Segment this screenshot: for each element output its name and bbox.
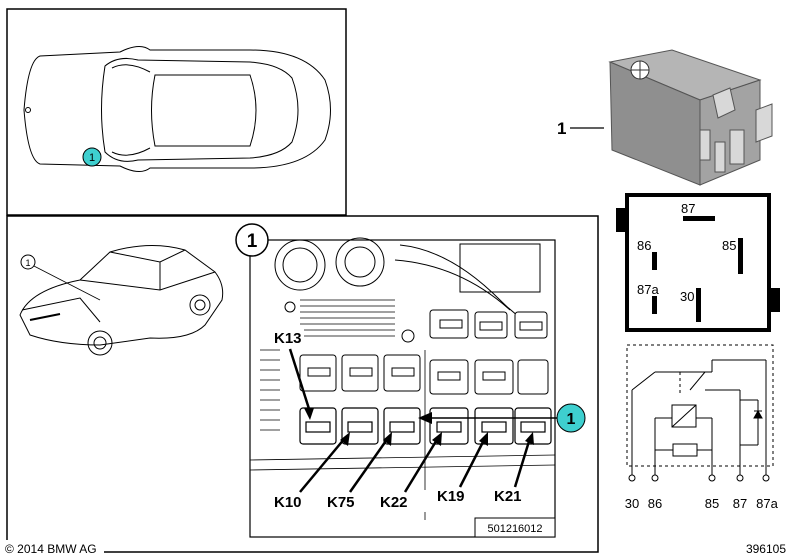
pin-label-30: 30 <box>680 289 694 304</box>
relay-pin-diagram: 87 86 85 87a 30 <box>616 193 780 332</box>
overview-callout-label: 1 <box>89 152 95 164</box>
car-perspective-view <box>19 244 224 356</box>
car-callout-label: 1 <box>25 258 30 268</box>
drawing-number: 501216012 <box>487 523 542 535</box>
slot-label-k22: K22 <box>380 494 408 511</box>
pin-label-87: 87 <box>681 201 695 216</box>
slot-label-bottom-row: K10 K75 K22 K19 K21 <box>272 488 552 512</box>
figure-number: 396105 <box>746 542 786 556</box>
schematic-pin-87: 87 <box>733 496 747 511</box>
relay-item-number: 1 <box>557 119 566 138</box>
copyright: © 2014 BMW AG <box>5 542 97 556</box>
slot-label-k75: K75 <box>327 494 355 511</box>
slot-label-k13: K13 <box>274 330 302 347</box>
schematic-pin-86: 86 <box>648 496 662 511</box>
schematic-pin-30: 30 <box>625 496 639 511</box>
schematic-pin-87a: 87a <box>756 496 778 511</box>
detail-panel: 1 <box>6 215 599 553</box>
slot-label-k19: K19 <box>437 488 465 505</box>
relay-box-drawing: K13 K10 K75 K22 K19 K21 <box>249 237 560 538</box>
overview-panel: 1 <box>6 8 347 216</box>
pin-label-86: 86 <box>637 238 651 253</box>
schematic-pin-85: 85 <box>705 496 719 511</box>
detail-marker: 1 <box>235 223 269 257</box>
pin-label-87a: 87a <box>637 282 659 297</box>
relay-schematic <box>626 344 774 482</box>
slot-label-k10: K10 <box>274 494 302 511</box>
detail-callout-label: 1 <box>567 411 576 428</box>
pin-label-85: 85 <box>722 238 736 253</box>
car-top-view <box>23 46 331 172</box>
relay-photo: 1 <box>557 49 773 186</box>
detail-marker-label: 1 <box>247 231 258 252</box>
slot-label-k21: K21 <box>494 488 522 505</box>
detail-callout: 1 <box>556 403 586 433</box>
schematic-pin-labels: 30 86 85 87 87a <box>625 496 779 511</box>
overview-callout: 1 <box>82 147 102 167</box>
car-callout: 1 <box>20 254 36 270</box>
